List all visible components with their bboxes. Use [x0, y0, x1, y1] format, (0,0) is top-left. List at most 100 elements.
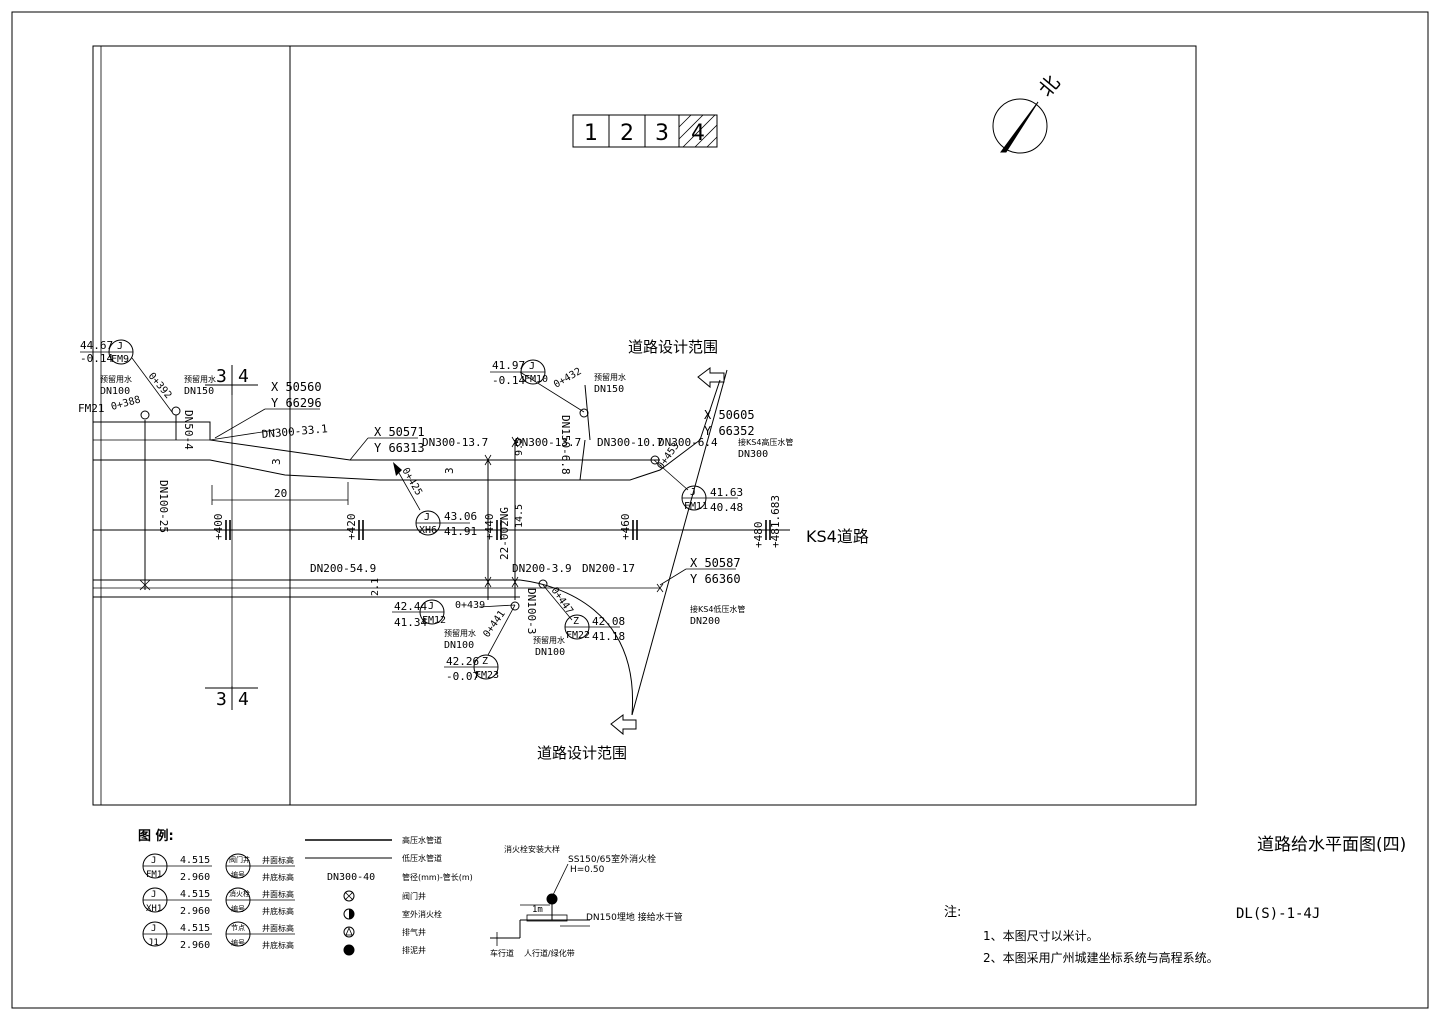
cross-pipe-3: [579, 439, 586, 481]
svg-text:J: J: [529, 361, 535, 372]
svg-text:预留用水: 预留用水: [594, 372, 626, 382]
svg-text:Z: Z: [573, 616, 579, 627]
pipe-dn300-13b: DN300-13.7: [515, 436, 581, 449]
key-plan-1: 1: [584, 121, 598, 146]
pipe-dn100-25: DN100-25: [157, 480, 170, 533]
svg-text:消火栓安装大样: 消火栓安装大样: [504, 844, 560, 854]
station-ticks: [225, 520, 771, 540]
pipe-dn100-side: DN100: [100, 386, 130, 397]
svg-text:SS150/65室外消火栓: SS150/65室外消火栓: [568, 853, 656, 865]
well-fm9: J FM9 44.67 -0.14: [80, 339, 134, 365]
svg-text:20: 20: [274, 487, 287, 500]
svg-text:J: J: [151, 890, 156, 900]
svg-text:人行道/绿化带: 人行道/绿化带: [524, 948, 575, 958]
svg-text:预留用水: 预留用水: [184, 374, 216, 384]
pipe-dn100-3: DN100-3: [525, 588, 538, 634]
svg-text:4.515: 4.515: [180, 855, 210, 866]
section-mark-top: 3 4: [205, 365, 258, 395]
pipe-dn150-6: DN150-6.8: [559, 415, 572, 475]
pipe-dn200-54: DN200-54.9: [310, 562, 376, 575]
svg-text:42.44: 42.44: [394, 600, 427, 613]
svg-text:3: 3: [270, 458, 283, 465]
key-plan-hatch: [678, 114, 718, 148]
hydrant-detail: 消火栓安装大样 SS150/65室外消火栓 H=0.50 1m DN150埋地 …: [490, 844, 683, 958]
svg-text:消火栓: 消火栓: [229, 889, 250, 898]
coord-3-x: X 50605: [704, 408, 755, 422]
svg-text:FM9: FM9: [111, 354, 129, 365]
svg-text:2.960: 2.960: [180, 906, 210, 917]
pipe-dn300-33: DN300-33.1: [261, 422, 328, 441]
svg-text:低压水管道: 低压水管道: [402, 853, 442, 863]
section-mark-bottom: 3 4: [205, 686, 258, 710]
svg-text:节点: 节点: [231, 924, 245, 932]
svg-text:2.960: 2.960: [180, 872, 210, 883]
valve-icon: [650, 455, 660, 465]
svg-text:41.34: 41.34: [394, 616, 427, 629]
svg-text:42.08: 42.08: [592, 615, 625, 628]
svg-text:J: J: [690, 487, 696, 498]
svg-text:编号: 编号: [231, 904, 245, 913]
legend: 图 例: J FM1 4.515 2.960 阀门井 编号 井面标高 井底标高 …: [138, 828, 473, 956]
coord-1-x: X 50560: [271, 380, 322, 394]
north-arrow-icon: [1000, 101, 1039, 153]
svg-text:井面标高: 井面标高: [262, 855, 294, 865]
svg-text:DN300-40: DN300-40: [327, 872, 375, 883]
svg-text:4: 4: [238, 689, 249, 710]
hydrant-icon: [546, 893, 558, 905]
svg-text:FM22: FM22: [566, 630, 590, 641]
svg-text:编号: 编号: [231, 870, 245, 879]
boundary-arrow-icon: [610, 714, 637, 736]
station-end: +481.683: [769, 495, 782, 548]
svg-text:图 例:: 图 例:: [138, 828, 174, 844]
key-plan-2: 2: [620, 121, 634, 146]
station-440: +440: [483, 514, 496, 541]
svg-text:室外消火栓: 室外消火栓: [402, 909, 442, 919]
svg-text:2.1: 2.1: [370, 578, 381, 596]
svg-text:管径(mm)-管长(m): 管径(mm)-管长(m): [402, 872, 473, 882]
svg-text:1m: 1m: [532, 905, 543, 915]
svg-text:-0.14: -0.14: [492, 374, 525, 387]
well-fm23: Z FM23 42.26 -0.07: [444, 654, 499, 683]
svg-text:0+441: 0+441: [481, 609, 507, 640]
pipe-dn100-side3: DN100: [535, 647, 565, 658]
svg-text:41.91: 41.91: [444, 525, 477, 538]
svg-text:3: 3: [216, 689, 227, 710]
svg-text:9.5: 9.5: [514, 438, 525, 456]
station-460: +460: [619, 514, 632, 541]
svg-text:4.515: 4.515: [180, 889, 210, 900]
pipe-dn200-side: DN200: [690, 616, 720, 627]
svg-text:井底标高: 井底标高: [262, 872, 294, 882]
svg-text:接KS4高压水管: 接KS4高压水管: [738, 437, 793, 447]
north-arrow: 北: [992, 70, 1065, 154]
coord-1-y: Y 66296: [271, 396, 322, 410]
hydrant-icon: [393, 462, 402, 476]
coord-4-x: X 50587: [690, 556, 741, 570]
pipe-dn50-4: DN50-4: [182, 410, 195, 450]
svg-text:FM23: FM23: [475, 670, 499, 681]
svg-text:0+432: 0+432: [552, 366, 584, 391]
svg-text:J: J: [117, 341, 123, 352]
coord-2-x: X 50571: [374, 425, 425, 439]
svg-text:接KS4低压水管: 接KS4低压水管: [690, 604, 745, 614]
svg-text:XH6: XH6: [419, 525, 437, 536]
pipe-cross: 22-002NG: [498, 507, 511, 560]
north-label: 北: [1033, 70, 1064, 101]
svg-text:阀门井: 阀门井: [402, 891, 426, 901]
outer-frame: [11, 11, 1429, 1009]
svg-text:DN150埋地 接给水干管: DN150埋地 接给水干管: [586, 911, 683, 923]
drawing-number: DL(S)-1-4J: [1236, 906, 1320, 922]
valve-icon: [510, 601, 520, 611]
valve-symbols: [139, 406, 664, 611]
dn200-main: [93, 369, 728, 716]
station-400: +400: [212, 514, 225, 541]
drawing-title: 道路给水平面图(四): [1257, 835, 1406, 855]
well-fm12: J FM12 42.44 41.34: [392, 599, 446, 629]
well-fm21: FM21: [78, 402, 105, 415]
svg-text:3: 3: [216, 366, 227, 387]
valve-well-icon: [343, 890, 355, 902]
svg-text:井底标高: 井底标高: [262, 940, 294, 950]
svg-text:J1: J1: [148, 938, 159, 948]
coord-4-y: Y 66360: [690, 572, 741, 586]
well-xh6: J XH6 43.06 41.91: [415, 510, 477, 538]
